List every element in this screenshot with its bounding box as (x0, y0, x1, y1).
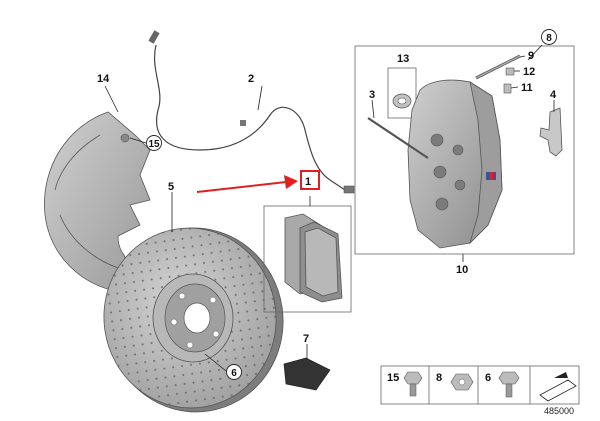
callout-8: 8 (546, 33, 552, 44)
highlight-box (300, 170, 320, 190)
brake-caliper (407, 79, 503, 249)
clip-12 (505, 67, 515, 76)
hardware-frame (380, 365, 580, 405)
callout-7: 7 (303, 333, 309, 345)
callout-5: 5 (168, 181, 174, 193)
guide-pin (367, 117, 429, 159)
brake-pad-frame (263, 205, 352, 313)
callout-12: 12 (523, 66, 535, 78)
legend-label-8: 8 (436, 372, 442, 384)
callout-14: 14 (97, 73, 110, 85)
callout-9: 9 (528, 50, 534, 62)
dust-shield (44, 111, 151, 293)
spring-clip (539, 107, 563, 157)
wear-sensor (148, 30, 355, 194)
caliper-frame (354, 45, 575, 255)
brake-disc (103, 227, 284, 413)
legend-label-6: 6 (485, 372, 491, 384)
callout-2: 2 (248, 73, 254, 85)
callout-6: 6 (231, 368, 237, 379)
bolt-15-icon (403, 371, 423, 397)
repair-kit (283, 357, 331, 391)
bleeder-cap (392, 93, 412, 109)
callout-15: 15 (148, 139, 160, 150)
document-number: 485000 (544, 406, 574, 416)
highlight-arrow (196, 175, 298, 193)
callout-10: 10 (456, 264, 468, 276)
callout-1: 1 (305, 176, 311, 188)
bolt-6-icon (498, 371, 520, 398)
callout-11: 11 (521, 82, 533, 94)
callout-13: 13 (397, 53, 409, 65)
brake-pads (284, 213, 343, 303)
clip-11 (503, 83, 512, 94)
callout-3: 3 (369, 89, 375, 101)
nut-8-icon (450, 373, 474, 391)
legend-label-15: 15 (387, 372, 399, 384)
pin-9 (475, 54, 521, 80)
bleeder-frame (387, 67, 417, 119)
callout-4: 4 (550, 89, 557, 101)
tool-icon (539, 372, 577, 402)
